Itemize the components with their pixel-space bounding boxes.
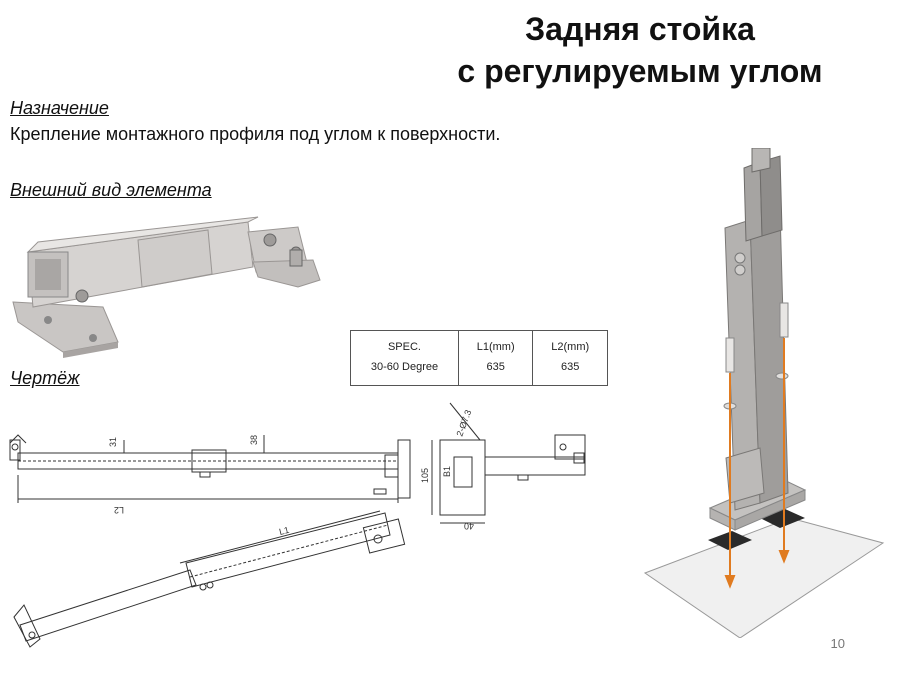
dim-31: 31 [108, 437, 118, 447]
drawing-heading: Чертёж [10, 368, 80, 388]
spec-header-l2: L2(mm) [551, 341, 590, 353]
purpose-text: Крепление монтажного профиля под углом к… [10, 124, 501, 144]
page-title: Задняя стойка с регулируемым углом [400, 8, 880, 92]
spec-header-cell: L2(mm) 635 [532, 330, 608, 386]
spec-value-l1: 635 [486, 361, 505, 373]
dim-l1: L1 [278, 525, 290, 537]
dim-38: 38 [249, 435, 259, 445]
spec-header-cell: L1(mm) 635 [457, 330, 534, 386]
title-line-2: с регулируемым углом [457, 53, 823, 89]
title-line-1: Задняя стойка [525, 11, 755, 47]
purpose-heading: Назначение [10, 98, 109, 118]
dim-b1: B1 [442, 466, 452, 477]
spec-table-row: SPEC. 30-60 Degree L1(mm) 635 L2(mm) 635 [350, 330, 608, 386]
dim-105: 105 [420, 468, 430, 483]
spec-value-angle: 30-60 Degree [370, 361, 439, 373]
spec-header-spec: SPEC. [387, 341, 421, 353]
assembly-illustration [643, 148, 885, 638]
dim-40: 40 [464, 521, 474, 531]
product-photo [12, 216, 321, 358]
appearance-heading: Внешний вид элемента [10, 180, 212, 200]
technical-drawing: 31 38 L2 L1 105 B1 40 2-Ø7.3 [9, 402, 586, 648]
dim-l2: L2 [114, 505, 124, 515]
spec-header-cell: SPEC. 30-60 Degree [350, 330, 459, 386]
spec-value-l2: 635 [561, 361, 580, 373]
spec-header-l1: L1(mm) [476, 341, 515, 353]
spec-table: SPEC. 30-60 Degree L1(mm) 635 L2(mm) 635 [350, 330, 608, 386]
page-number: 10 [830, 636, 845, 651]
